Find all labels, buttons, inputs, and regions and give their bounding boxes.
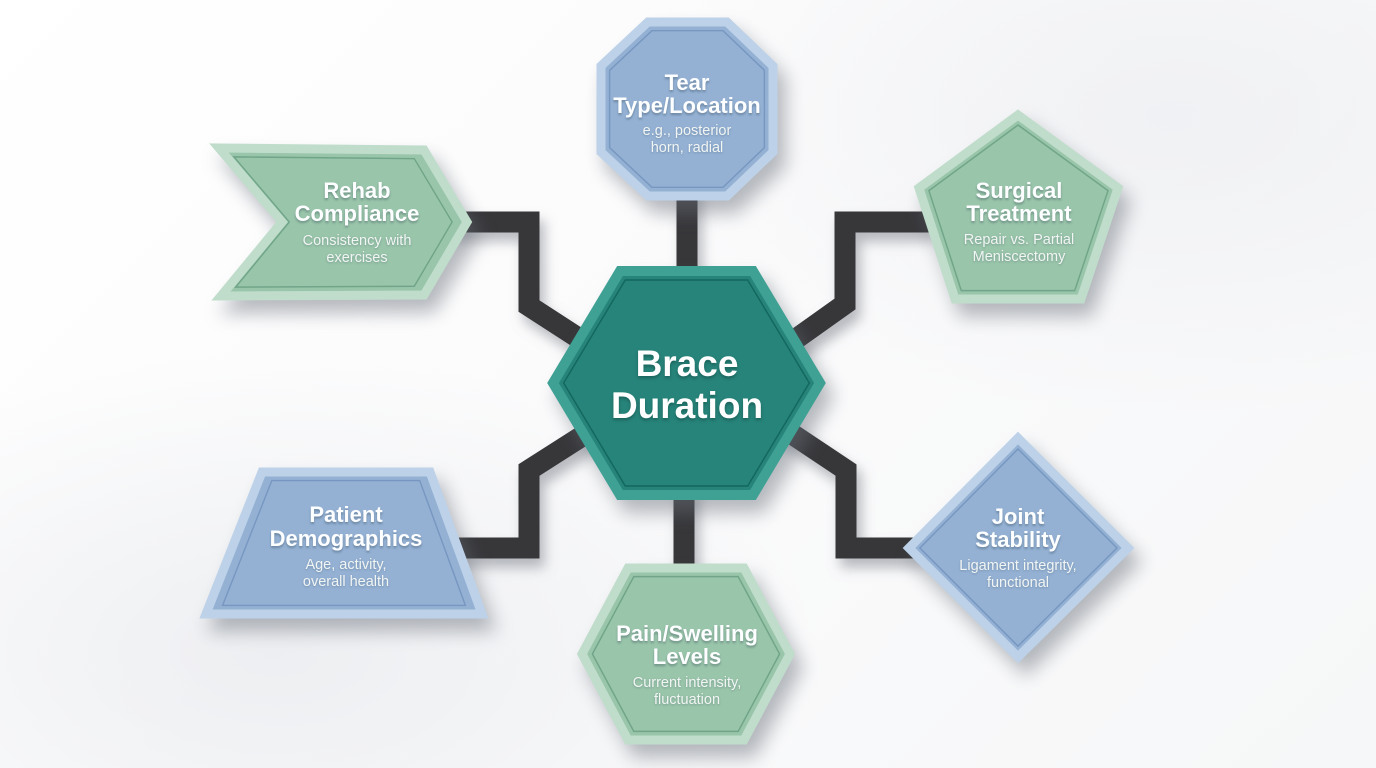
connector-top-left [450,211,606,361]
connector-bottom-right [774,417,918,559]
node-subtitle-line: e.g., posterior [643,123,732,139]
node-subtitle-line: horn, radial [651,140,724,156]
node-subtitle-line: Consistency with [303,233,412,249]
node-title-line: Demographics [270,526,423,551]
node-subtitle-line: Age, activity, [305,557,386,573]
connectors [450,186,930,580]
node-title-line: Joint [992,504,1045,529]
node-title-line: Type/Location [613,93,761,118]
node-patient-demographics: Patient Demographics Age, activity, over… [199,467,489,619]
node-tear-type-location: Tear Type/Location e.g., posterior horn,… [596,17,778,201]
node-subtitle-line: overall health [303,574,389,590]
node-title-line: Rehab [323,178,390,203]
node-title-line: Surgical [976,178,1063,203]
diamond-inner-line [918,447,1119,648]
node-title-line: Treatment [966,201,1072,226]
trapezoid-shape [199,467,489,619]
pentagon-inner-line [928,124,1109,292]
node-title-line: Levels [653,644,722,669]
node-rehab-compliance: Rehab Compliance Consistency with exerci… [209,143,473,301]
arrow-shape [209,143,473,301]
node-title-line: Tear [665,70,710,95]
node-title-line: Pain/Swelling [616,621,758,646]
octagon-inner-line [608,29,766,189]
center-title-line: Duration [611,385,763,426]
octagon-shape [596,17,778,201]
node-brace-duration-center: Brace Duration [547,266,826,500]
connector-top-right [779,211,930,355]
node-title-line: Patient [309,502,383,527]
node-subtitle-line: Meniscectomy [973,249,1066,265]
center-hexagon-shape [547,266,826,500]
arrow-inner-line [232,156,453,288]
connector-bottom-left [450,417,604,559]
node-subtitle-line: Repair vs. Partial [964,232,1074,248]
node-title-line: Compliance [295,201,420,226]
center-title-line: Brace [636,343,739,384]
node-pain-swelling-levels: Pain/Swelling Levels Current intensity, … [576,563,796,745]
node-subtitle-line: Current intensity, [633,675,742,691]
node-subtitle-line: fluctuation [654,692,720,708]
trapezoid-inner-line [221,479,467,607]
node-subtitle-line: functional [987,575,1049,591]
diamond-shape [902,431,1135,664]
hexagon-shape [576,563,796,745]
node-subtitle-line: Ligament integrity, [959,558,1076,574]
node-subtitle-line: exercises [326,250,387,266]
center-hexagon-inner-line [562,279,811,487]
node-title-line: Stability [975,527,1061,552]
node-joint-stability: Joint Stability Ligament integrity, func… [902,431,1135,664]
node-surgical-treatment: Surgical Treatment Repair vs. Partial Me… [913,109,1124,304]
hexagon-inner-line [591,575,781,733]
